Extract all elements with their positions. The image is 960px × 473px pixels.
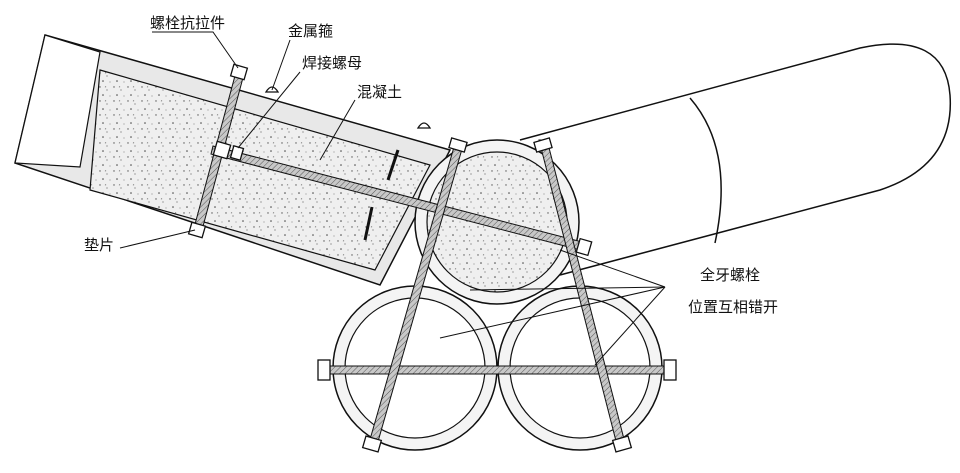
right-pipe	[519, 43, 952, 276]
label-welded-nut: 焊接螺母	[302, 54, 362, 72]
label-threaded-rod: 全牙螺栓	[700, 266, 760, 284]
label-bolt-tie: 螺栓抗拉件	[150, 14, 225, 32]
label-concrete: 混凝土	[357, 83, 402, 101]
label-metal-hoop: 金属箍	[288, 22, 333, 40]
concrete-core	[89, 69, 431, 271]
leader-lines	[119, 31, 666, 366]
label-staggered: 位置互相错开	[688, 298, 778, 316]
label-washer: 垫片	[84, 236, 114, 254]
nuts-and-washers	[187, 63, 677, 453]
threaded-rods	[193, 71, 669, 446]
rod-horizontal	[324, 365, 669, 375]
